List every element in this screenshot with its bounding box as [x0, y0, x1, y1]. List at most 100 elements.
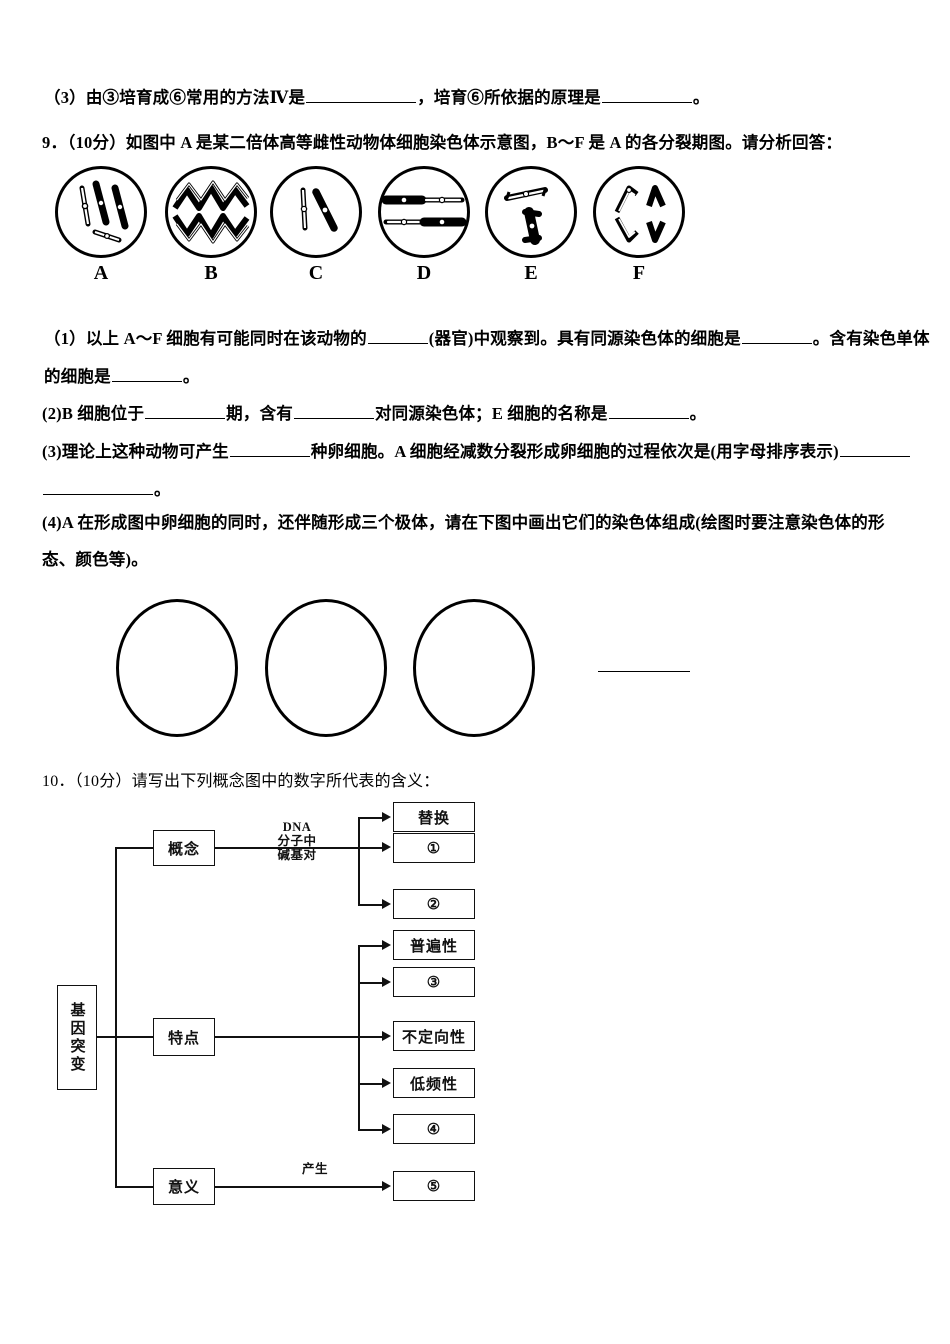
polar-body-drawing-area-1[interactable] [116, 599, 238, 737]
feature-item-box-5: ④ [393, 1114, 475, 1144]
q9-part2-blank-1[interactable] [145, 402, 226, 419]
q9-part1-d: 的细胞是 [44, 367, 111, 386]
q9-part1-c: 。含有染色单体 [812, 329, 930, 348]
q9-part4-line2: 态、颜色等)。 [42, 550, 148, 569]
cell-label-a: A [93, 262, 109, 284]
q8-part3-prefix: （3）由③培育成⑥常用的方法Ⅳ是 [44, 88, 306, 107]
chromosomes-f-icon [614, 185, 666, 243]
q9-cell-diagram-row: A B [55, 166, 695, 311]
meaning-item-box-1: ⑤ [393, 1171, 475, 1201]
polar-body-drawing-area-3[interactable] [413, 599, 535, 737]
q9-part2-blank-3[interactable] [608, 402, 689, 419]
feature-item-box-1: 普遍性 [393, 930, 475, 960]
concept-branch-spine-edge [358, 817, 360, 905]
q9-part1-line2: 的细胞是 。 [44, 365, 200, 390]
chromosomes-a-icon [79, 180, 129, 243]
root-spine-edge [115, 847, 117, 1187]
cell-label-e: E [524, 262, 538, 284]
cell-figure-b: B [165, 166, 265, 284]
feature-arrowhead-4 [382, 1078, 391, 1088]
concept-edge-label-line-3: 碱基对 [277, 848, 317, 862]
q9-part3-blank-3[interactable] [43, 478, 153, 495]
feature-arrowhead-3 [382, 1031, 391, 1041]
meaning-edge-label: 产生 [301, 1162, 328, 1176]
q8-part3-line: （3）由③培育成⑥常用的方法Ⅳ是 ，培育⑥所依据的原理是 。 [44, 86, 710, 111]
q9-part3-blank-1[interactable] [229, 440, 310, 457]
q9-part3-blank-2[interactable] [839, 440, 910, 457]
answer-underline[interactable] [598, 671, 690, 672]
cell-figure-f: F [593, 166, 693, 284]
q9-part3-b: 种卵细胞。A 细胞经减数分裂形成卵细胞的过程依次是(用字母排序表示) [310, 442, 839, 461]
cell-membrane-circle-b [165, 166, 257, 258]
q9-part3-line2: 。 [42, 478, 171, 503]
root-to-feature-edge [115, 1036, 153, 1038]
q9-part2-line: (2)B 细胞位于 期，含有 对同源染色体；E 细胞的名称是 。 [42, 402, 706, 427]
q9-part2-b: 期，含有 [226, 404, 293, 423]
feature-arrowhead-1 [382, 940, 391, 950]
concept-arrow-edge-2 [358, 847, 384, 849]
feature-branch-trunk-edge [215, 1036, 360, 1038]
q9-part2-blank-2[interactable] [293, 402, 374, 419]
feature-item-box-3: 不定向性 [393, 1021, 475, 1051]
q8-part3-blank-1[interactable] [306, 86, 417, 103]
q9-part1-a: （1）以上 A～F 细胞有可能同时在该动物的 [44, 329, 367, 348]
cell-membrane-circle-c [270, 166, 362, 258]
q9-answer-drawing-row [110, 595, 730, 745]
q9-part1-blank-2[interactable] [741, 327, 812, 344]
q9-part1-blank-3[interactable] [111, 365, 182, 382]
concept-map-branch-meaning-box: 意义 [153, 1168, 215, 1205]
polar-body-drawing-area-2[interactable] [265, 599, 387, 737]
chromosomes-c-icon [300, 187, 338, 232]
feature-arrowhead-5 [382, 1124, 391, 1134]
feature-arrowhead-2 [382, 977, 391, 987]
q9-stem: 9．（10分）如图中 A 是某二倍体高等雌性动物体细胞染色体示意图，B～F 是 … [42, 133, 843, 152]
concept-edge-label: DNA 分子中 碱基对 [262, 820, 332, 862]
q9-part3-c: 。 [154, 480, 171, 499]
concept-arrowhead-3 [382, 899, 391, 909]
concept-item-box-3: ② [393, 889, 475, 919]
concept-map-branch-concept-box: 概念 [153, 830, 215, 866]
cell-label-c: C [308, 262, 324, 284]
feature-arrow-edge-1 [358, 945, 384, 947]
q8-part3-blank-2[interactable] [601, 86, 692, 103]
q9-part1-blank-1[interactable] [367, 327, 428, 344]
cell-figure-c: C [270, 166, 370, 284]
q9-part3-line1: (3)理论上这种动物可产生 种卵细胞。A 细胞经减数分裂形成卵细胞的过程依次是(用… [42, 440, 911, 465]
chromosomes-b-icon [172, 180, 250, 244]
q9-part2-d: 。 [689, 404, 707, 423]
q10-stem: 10．（10分）请写出下列概念图中的数字所代表的含义： [42, 773, 440, 790]
root-to-meaning-edge [115, 1186, 153, 1188]
feature-item-box-4: 低频性 [393, 1068, 475, 1098]
q8-part3-middle: ，培育⑥所依据的原理是 [417, 88, 601, 107]
cell-label-d: D [416, 262, 432, 284]
concept-branch-trunk-edge [215, 847, 360, 849]
cell-membrane-circle-f [593, 166, 685, 258]
root-to-concept-edge [115, 847, 153, 849]
q9-part4-line1: (4)A 在形成图中卵细胞的同时，还伴随形成三个极体，请在下图中画出它们的染色体… [42, 513, 885, 532]
cell-figure-a: A [55, 166, 155, 284]
q9-part1-line1: （1）以上 A～F 细胞有可能同时在该动物的(器官)中观察到。具有同源染色体的细… [44, 327, 930, 352]
feature-arrow-edge-4 [358, 1083, 384, 1085]
feature-item-box-2: ③ [393, 967, 475, 997]
concept-edge-label-line-2: 分子中 [277, 834, 317, 848]
cell-label-b: B [204, 262, 218, 284]
root-stub-edge [97, 1036, 117, 1038]
concept-arrow-edge-3 [358, 904, 384, 906]
meaning-arrowhead [382, 1181, 391, 1191]
q9-part2-a: (2)B 细胞位于 [42, 404, 145, 423]
feature-arrow-edge-3 [358, 1036, 384, 1038]
concept-arrow-edge-1 [358, 817, 384, 819]
chromosomes-e-icon [504, 187, 548, 245]
feature-arrow-edge-5 [358, 1129, 384, 1131]
q9-part2-c: 对同源染色体；E 细胞的名称是 [374, 404, 608, 423]
concept-map-root-box: 基因突变 [57, 985, 97, 1090]
concept-map-branch-feature-box: 特点 [153, 1018, 215, 1056]
cell-figure-d: D [378, 166, 478, 284]
cell-membrane-circle-a [55, 166, 147, 258]
chromosomes-d-icon [381, 195, 467, 227]
q8-part3-suffix: 。 [692, 88, 710, 107]
q9-part3-a: (3)理论上这种动物可产生 [42, 442, 229, 461]
cell-label-f: F [632, 262, 646, 284]
q9-part1-e: 。 [182, 367, 200, 386]
concept-arrowhead-1 [382, 812, 391, 822]
